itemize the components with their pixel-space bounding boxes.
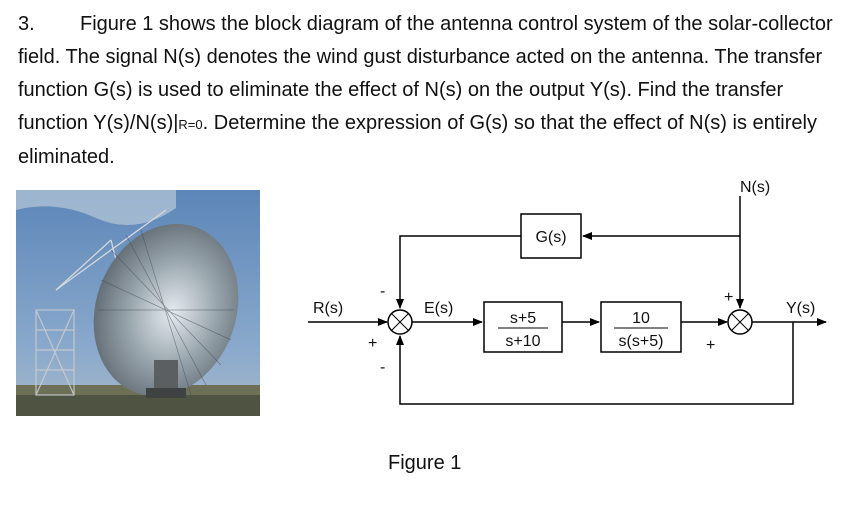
controller-denominator: s+10 <box>505 333 540 350</box>
figure-caption: Figure 1 <box>388 452 462 474</box>
problem-statement: 3.Figure 1 shows the block diagram of th… <box>18 8 844 174</box>
problem-text-part2: . Determine the expression of G(s) so th… <box>18 112 817 168</box>
problem-text-part1: Figure 1 shows the block diagram of the … <box>18 13 833 134</box>
g-block-label: G(s) <box>535 229 566 246</box>
plant-block <box>600 301 682 353</box>
sum2-sign-top: + <box>724 289 733 306</box>
output-label: Y(s) <box>786 300 815 317</box>
question-number: 3. <box>18 13 35 35</box>
input-label: R(s) <box>313 300 343 317</box>
plant-numerator: 10 <box>632 310 650 327</box>
controller-numerator: s+5 <box>510 310 536 327</box>
sum1-sign-left: + <box>368 335 377 352</box>
sum2-sign-left: + <box>706 337 715 354</box>
solar-dish-antenna-photo <box>16 190 260 416</box>
disturbance-label: N(s) <box>740 179 770 196</box>
sum1-sign-bottom: - <box>380 359 385 376</box>
plant-denominator: s(s+5) <box>619 333 664 350</box>
error-label: E(s) <box>424 300 453 317</box>
sum1-sign-top: - <box>380 283 385 300</box>
feedback-line <box>396 322 794 405</box>
condition-subscript: R=0 <box>178 117 203 132</box>
controller-block <box>483 301 563 353</box>
